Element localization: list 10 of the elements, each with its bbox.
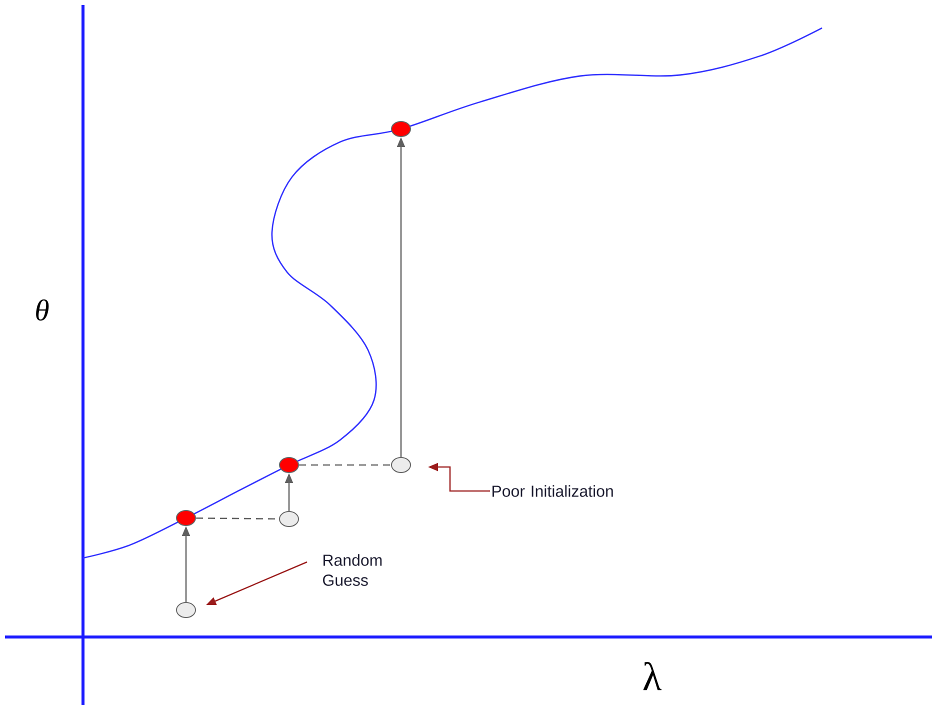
point-marker — [176, 510, 196, 526]
point-marker — [391, 121, 411, 137]
point-marker — [279, 457, 299, 473]
axis-label: λ — [643, 662, 662, 690]
start-point — [279, 511, 299, 527]
start-point — [176, 602, 196, 618]
start-point — [391, 457, 411, 473]
annotation-text: Random Guess — [323, 554, 382, 586]
annotation-text: Poor Initialization — [492, 485, 613, 497]
axis-label: θ — [36, 299, 49, 321]
